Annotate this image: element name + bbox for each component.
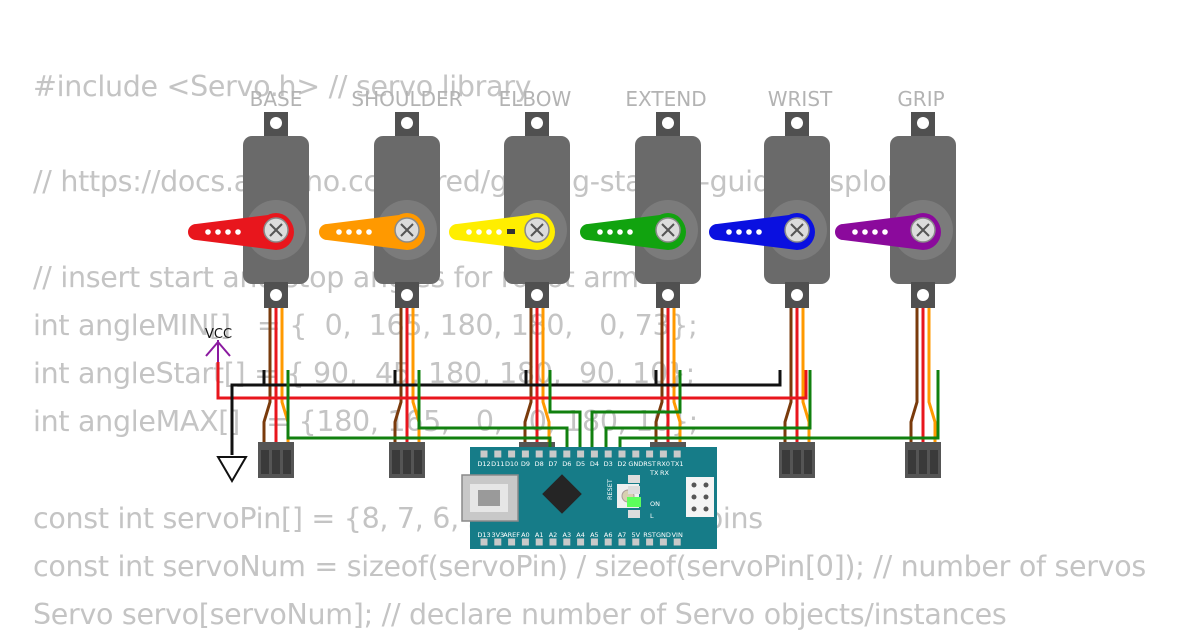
servo-label-elbow: ELBOW bbox=[499, 87, 572, 111]
pin-label: A3 bbox=[563, 531, 572, 539]
pin-pad bbox=[494, 450, 502, 458]
pin-label: A1 bbox=[535, 531, 544, 539]
pin-pad bbox=[549, 450, 557, 458]
led-label: ON bbox=[650, 500, 660, 508]
pin-pad bbox=[673, 538, 681, 546]
servo-label-base: BASE bbox=[250, 87, 303, 111]
pin-pad bbox=[577, 538, 585, 546]
servo-wrist bbox=[709, 112, 830, 480]
reset-label: RESET bbox=[606, 479, 614, 500]
pin-pad bbox=[659, 450, 667, 458]
pin-label: D2 bbox=[617, 460, 626, 468]
pin-pad bbox=[590, 450, 598, 458]
pin-label: D5 bbox=[576, 460, 585, 468]
pin-label: A6 bbox=[604, 531, 613, 539]
pin-label: D11 bbox=[491, 460, 504, 468]
pin-label: 3V3 bbox=[491, 531, 504, 539]
pin-label: A7 bbox=[618, 531, 627, 539]
pin-label: D8 bbox=[535, 460, 544, 468]
pin-pad bbox=[480, 538, 488, 546]
pin-label: D6 bbox=[562, 460, 571, 468]
servo-extend bbox=[580, 112, 701, 480]
pin-label: RX0 bbox=[657, 460, 670, 468]
pin-pad bbox=[535, 538, 543, 546]
pin-pad bbox=[632, 450, 640, 458]
pin-pad bbox=[646, 450, 654, 458]
pin-pad bbox=[521, 450, 529, 458]
pin-label: D9 bbox=[521, 460, 530, 468]
led-label: RX bbox=[660, 469, 670, 477]
servo-elbow bbox=[449, 112, 570, 480]
pin-pad bbox=[508, 538, 516, 546]
pin-pad bbox=[590, 538, 598, 546]
pin-pad bbox=[494, 538, 502, 546]
pin-label: AREF bbox=[503, 531, 520, 539]
pin-pad bbox=[563, 450, 571, 458]
pin-label: TX1 bbox=[670, 460, 684, 468]
led-label: L bbox=[650, 512, 654, 520]
pin-label: RST bbox=[643, 460, 656, 468]
pin-label: A5 bbox=[590, 531, 599, 539]
vcc-label: VCC bbox=[205, 327, 232, 342]
microcontroller-chip bbox=[542, 474, 582, 514]
pin-label: GND bbox=[628, 460, 643, 468]
pin-pad bbox=[535, 450, 543, 458]
pin-label: D13 bbox=[477, 531, 490, 539]
pin-pad bbox=[577, 450, 585, 458]
pin-pad bbox=[563, 538, 571, 546]
led-label: TX bbox=[649, 469, 659, 477]
pin-pad bbox=[618, 450, 626, 458]
servo-grip bbox=[835, 112, 956, 480]
pin-label: VIN bbox=[672, 531, 683, 539]
code-line: const int servoNum = sizeof(servoPin) / … bbox=[33, 550, 1146, 583]
pin-label: GND bbox=[656, 531, 671, 539]
power-led bbox=[627, 497, 641, 507]
pin-label: D3 bbox=[604, 460, 613, 468]
servo-label-extend: EXTEND bbox=[625, 87, 706, 111]
pin-label: D7 bbox=[548, 460, 557, 468]
servo-label-shoulder: SHOULDER bbox=[351, 87, 462, 111]
pin-pad bbox=[549, 538, 557, 546]
pin-pad bbox=[646, 538, 654, 546]
pin-pad bbox=[659, 538, 667, 546]
pin-pad bbox=[632, 538, 640, 546]
code-line: Servo servo[servoNum]; // declare number… bbox=[33, 598, 1007, 630]
pin-label: D10 bbox=[505, 460, 518, 468]
icsp-header bbox=[686, 477, 714, 517]
pin-pad bbox=[618, 538, 626, 546]
vcc-symbol: VCC bbox=[205, 327, 232, 362]
pin-label: D4 bbox=[590, 460, 599, 468]
servo-label-grip: GRIP bbox=[897, 87, 944, 111]
pin-pad bbox=[673, 450, 681, 458]
pin-label: A2 bbox=[549, 531, 558, 539]
pin-pad bbox=[480, 450, 488, 458]
servo-shoulder bbox=[319, 112, 440, 480]
pin-pad bbox=[604, 538, 612, 546]
pin-label: D12 bbox=[477, 460, 490, 468]
pin-pad bbox=[604, 450, 612, 458]
pin-pad bbox=[508, 450, 516, 458]
pin-label: A0 bbox=[521, 531, 530, 539]
ground-symbol bbox=[216, 456, 248, 483]
pin-label: A4 bbox=[576, 531, 585, 539]
code-line: #include <Servo.h> // servo library bbox=[33, 70, 532, 103]
servo-base bbox=[188, 112, 309, 480]
pin-label: 5V bbox=[632, 531, 641, 539]
pin-label: RST bbox=[643, 531, 656, 539]
servo-label-wrist: WRIST bbox=[768, 87, 833, 111]
pin-pad bbox=[521, 538, 529, 546]
